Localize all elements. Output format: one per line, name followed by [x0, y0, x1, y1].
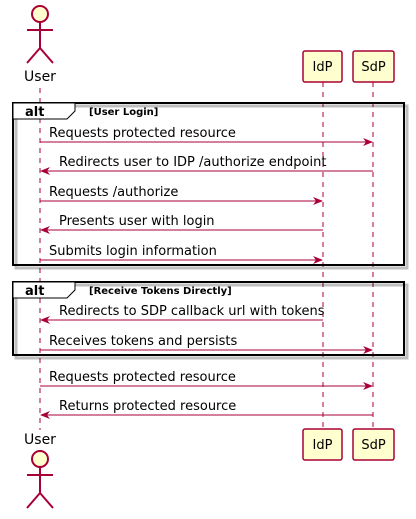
fragment-operator: alt: [25, 284, 44, 299]
fragment-operator-tab: [12, 281, 76, 299]
message-label: Presents user with login: [59, 214, 215, 229]
participant-box: [352, 50, 395, 83]
message-label: Returns protected resource: [59, 399, 236, 414]
message-5: Submits login information: [40, 244, 323, 264]
actor-leg-right: [39, 47, 54, 64]
message-label: Redirects to SDP callback url with token…: [59, 304, 325, 319]
fragment-operator: alt: [25, 105, 44, 120]
message-2: Redirects user to IDP /authorize endpoin…: [40, 155, 373, 175]
actor-leg-left: [26, 47, 41, 64]
actor-leg-left: [26, 492, 41, 509]
fragment-frame: [12, 281, 405, 356]
participant-idp-bottom: IdP: [302, 428, 343, 461]
fragment-operator-tab: [12, 102, 76, 120]
participant-label-sdp-bottom: SdP: [361, 438, 386, 453]
actor-user-bottom: User: [24, 432, 56, 509]
fragment-frame: [12, 102, 405, 266]
participant-idp-top: IdP: [302, 50, 343, 83]
participant-sdp-bottom: SdP: [352, 428, 395, 461]
actor-head: [31, 5, 49, 23]
participant-label-sdp-top: SdP: [361, 60, 386, 75]
participant-label-user-bottom: User: [24, 432, 56, 448]
fragment-condition: [User Login]: [89, 107, 158, 118]
message-4: Presents user with login: [40, 214, 323, 234]
message-3: Requests /authorize: [40, 185, 323, 205]
participant-box: [352, 428, 395, 461]
participant-label-idp-top: IdP: [313, 60, 333, 75]
message-label: Requests /authorize: [49, 185, 178, 200]
fragment-shadow: [14, 104, 409, 270]
actor-user-top: User: [24, 5, 56, 85]
message-7: Receives tokens and persists: [40, 334, 373, 354]
message-6: Redirects to SDP callback url with token…: [40, 304, 325, 324]
message-label: Requests protected resource: [49, 126, 236, 141]
participant-box: [302, 50, 343, 83]
actor-head: [31, 450, 49, 468]
message-1: Requests protected resource: [40, 126, 373, 146]
participant-label-user-top: User: [24, 69, 56, 85]
message-label: Receives tokens and persists: [49, 334, 237, 349]
fragment-shadow: [14, 283, 409, 360]
actor-leg-right: [39, 492, 54, 509]
message-label: Requests protected resource: [49, 370, 236, 385]
message-9: Returns protected resource: [40, 399, 373, 419]
message-label: Redirects user to IDP /authorize endpoin…: [59, 155, 326, 170]
fragment-condition: [Receive Tokens Directly]: [89, 286, 232, 297]
participant-sdp-top: SdP: [352, 50, 395, 83]
message-8: Requests protected resource: [40, 370, 373, 390]
message-label: Submits login information: [49, 244, 217, 259]
participant-box: [302, 428, 343, 461]
fragment-receive-tokens: alt [Receive Tokens Directly]: [12, 281, 409, 360]
fragment-user-login: alt [User Login]: [12, 102, 409, 270]
participant-label-idp-bottom: IdP: [313, 438, 333, 453]
